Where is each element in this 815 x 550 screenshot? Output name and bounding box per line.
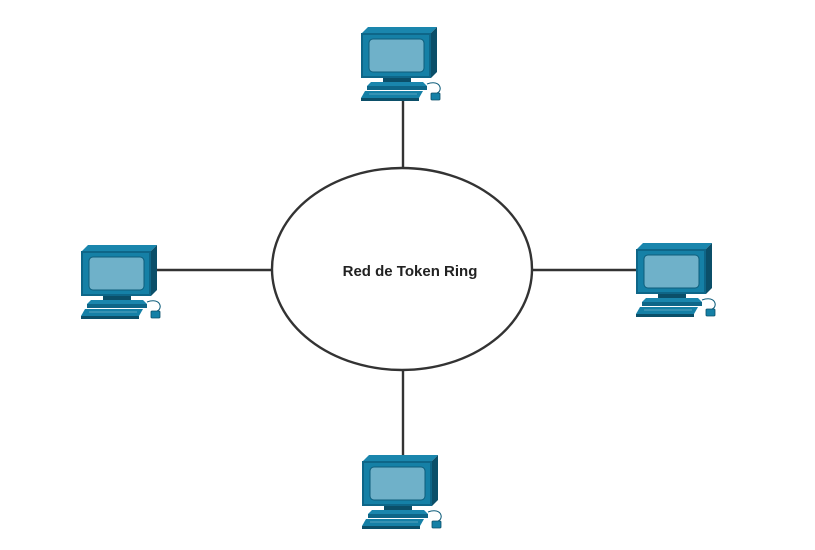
workstation-icon [361,454,442,530]
workstation-left [80,244,161,320]
workstation-icon [635,242,716,318]
workstation-right [635,242,716,318]
ring-label: Red de Token Ring [343,263,478,280]
token-ring [270,166,534,372]
workstation-icon [360,26,441,102]
workstation-top [360,26,441,102]
workstation-bottom [361,454,442,530]
workstation-icon [80,244,161,320]
